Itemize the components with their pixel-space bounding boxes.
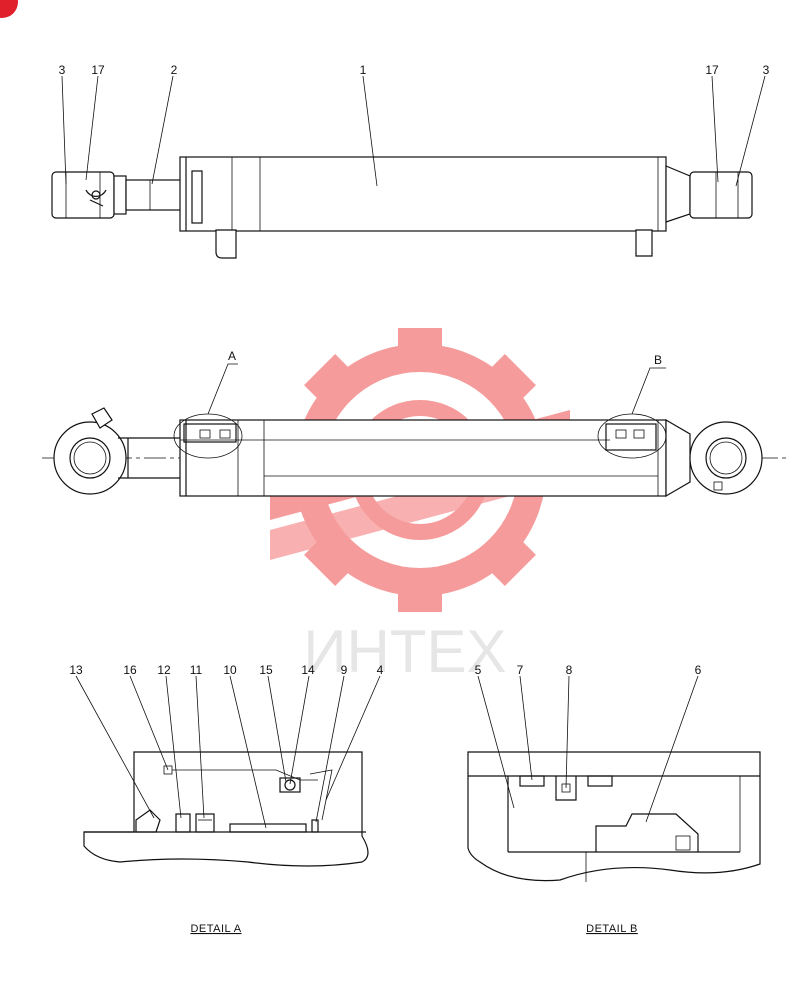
watermark-text: ИНТЕХ [303,618,506,685]
callout-15: 15 [259,663,273,677]
right-eye [689,421,763,495]
piston-rod [125,179,185,211]
watermark: ИНТЕХ [270,328,570,685]
callout-3-right: 3 [763,63,770,77]
callout-7: 7 [517,663,524,677]
callout-9: 9 [341,663,348,677]
detail-a-caption: DETAIL A [190,923,241,935]
callout-3-left: 3 [59,63,66,77]
side-barrel [179,419,667,497]
callout-5: 5 [475,663,482,677]
detail-a: 13 16 12 11 10 15 14 9 4 DETAIL A [69,663,383,935]
callout-4: 4 [377,663,384,677]
callout-16: 16 [123,663,137,677]
grease-fitting [91,407,113,429]
top-view-assembly: 3 17 2 1 17 3 [51,63,770,259]
left-rod-end [51,171,115,219]
callout-10: 10 [223,663,237,677]
cylinder-barrel [179,156,667,232]
callout-6: 6 [695,663,702,677]
callout-13: 13 [69,663,83,677]
port-right [635,229,653,257]
callout-14: 14 [301,663,315,677]
detail-b-caption: DETAIL B [586,923,638,935]
callout-B: B [654,353,662,367]
top-callouts: 3 17 2 1 17 3 [59,63,770,77]
side-view-assembly: A B [42,349,790,498]
left-eye [53,421,127,495]
callout-A: A [228,349,236,363]
corner-marker [0,0,18,18]
right-rod-end [689,171,753,219]
port-left [215,229,237,259]
detail-b: 5 7 8 6 DETAIL B [467,663,761,935]
callout-11: 11 [190,663,203,677]
callout-12: 12 [157,663,171,677]
callout-2: 2 [171,63,178,77]
callout-1: 1 [360,63,367,77]
callout-8: 8 [566,663,573,677]
callout-17-left: 17 [91,63,105,77]
callout-17-right: 17 [705,63,719,77]
